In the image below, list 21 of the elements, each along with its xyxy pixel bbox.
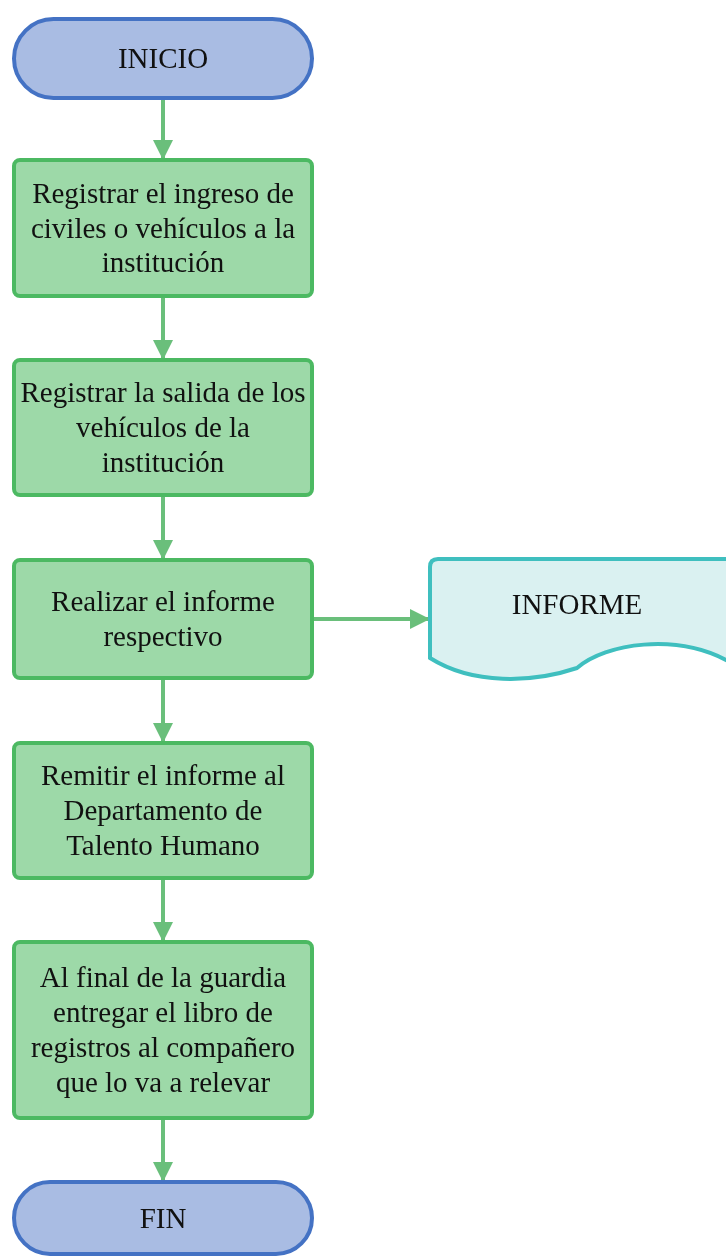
arrow [153,298,173,360]
node-label: Al final de la guardia entregar el libro de registros al compañero que lo va a relevar [29,960,297,1100]
document-shape [428,557,726,683]
process-box [12,741,314,880]
node-label: INFORME [511,587,643,622]
process-box [12,558,314,680]
node-label: INICIO [117,41,209,76]
arrow [153,497,173,560]
arrow [314,609,430,629]
process-box [12,158,314,298]
node-label: Realizar el informe respectivo [50,584,276,654]
arrow [153,100,173,160]
arrow [153,1120,173,1182]
node-label: Remitir el informe al Departamento de Talento Humano [40,758,286,863]
arrow [153,880,173,942]
node-label: FIN [139,1200,187,1236]
node-label: Registrar el ingreso de civiles o vehículos a la institución [29,175,297,281]
process-box [12,940,314,1120]
arrow [153,680,173,743]
node-label: Registrar la salida de los vehículos de la institución [20,375,306,480]
process-box [12,358,314,497]
